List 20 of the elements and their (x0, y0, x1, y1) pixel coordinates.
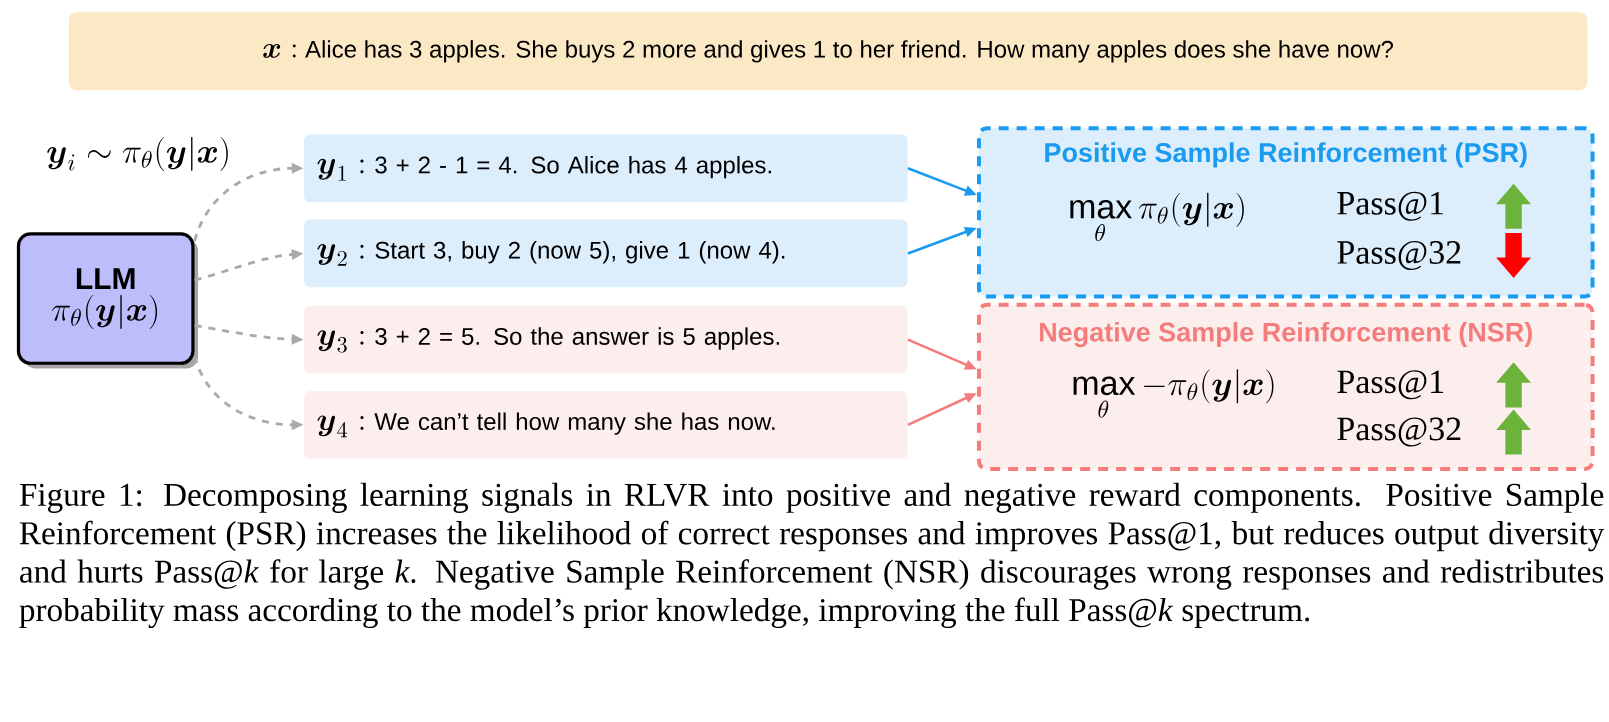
metric-label: Pass@1 (1337, 191, 1444, 221)
metric-label: Pass@1 (1337, 370, 1444, 400)
response-box: $\boldsymbol{y}_1:$ 3 + 2 - 1 = 4. So Alice has 4 apples. (304, 134, 908, 202)
up-arrow-icon (1496, 409, 1531, 455)
response-box: $\boldsymbol{y}_4:$ We can’t tell how many she has now. (304, 390, 908, 459)
box-title: Negative Sample Reinforcement (NSR) (1040, 321, 1532, 347)
figure-caption: Figure 1: Decomposing learning signals in RLVR into positive and negative reward components. Positive Sample Reinforcement (PSR) increases the likelihood of correct responses and improves Pass@1, but reduces output diversity and hurts Pass@k for large k. Negative Sample Reinforcement (NSR) discourages wrong responses and redistributes probability mass according to the model’s prior knowledge, improving the full Pass@k spectrum. (19, 482, 1605, 628)
formula-label: $\boldsymbol{y}_i \sim \pi_\theta(\boldsymbol{y}|\boldsymbol{x})$ (47, 136, 228, 171)
formula: $\max_\theta -\pi_\theta(\boldsymbol{y}|\boldsymbol{x})$ (1073, 369, 1274, 418)
metric-label: Pass@32 (1337, 417, 1461, 447)
metric-label: Pass@32 (1337, 240, 1461, 270)
up-arrow-icon (1496, 362, 1531, 408)
formula: $\max_\theta \pi_\theta(\boldsymbol{y}|\boldsymbol{x})$ (1070, 192, 1244, 241)
box-title: Positive Sample Reinforcement (PSR) (1045, 142, 1527, 168)
up-arrow-icon (1496, 183, 1531, 229)
down-arrow-icon (1496, 232, 1531, 278)
model-box: LLM $\pi_\theta(\boldsymbol{y}|\boldsymbol{x})$ (16, 232, 199, 369)
response-box: $\boldsymbol{y}_3:$ 3 + 2 = 5. So the answer is 5 apples. (304, 305, 908, 374)
response-box: $\boldsymbol{y}_2:$ Start 3, buy 2 (now 5), give 1 (now 4). (304, 219, 908, 288)
question-box: $\boldsymbol{x}:$ Alice has 3 apples. She buys 2 more and gives 1 to her friend. How many apples does she have now? (68, 12, 1588, 91)
